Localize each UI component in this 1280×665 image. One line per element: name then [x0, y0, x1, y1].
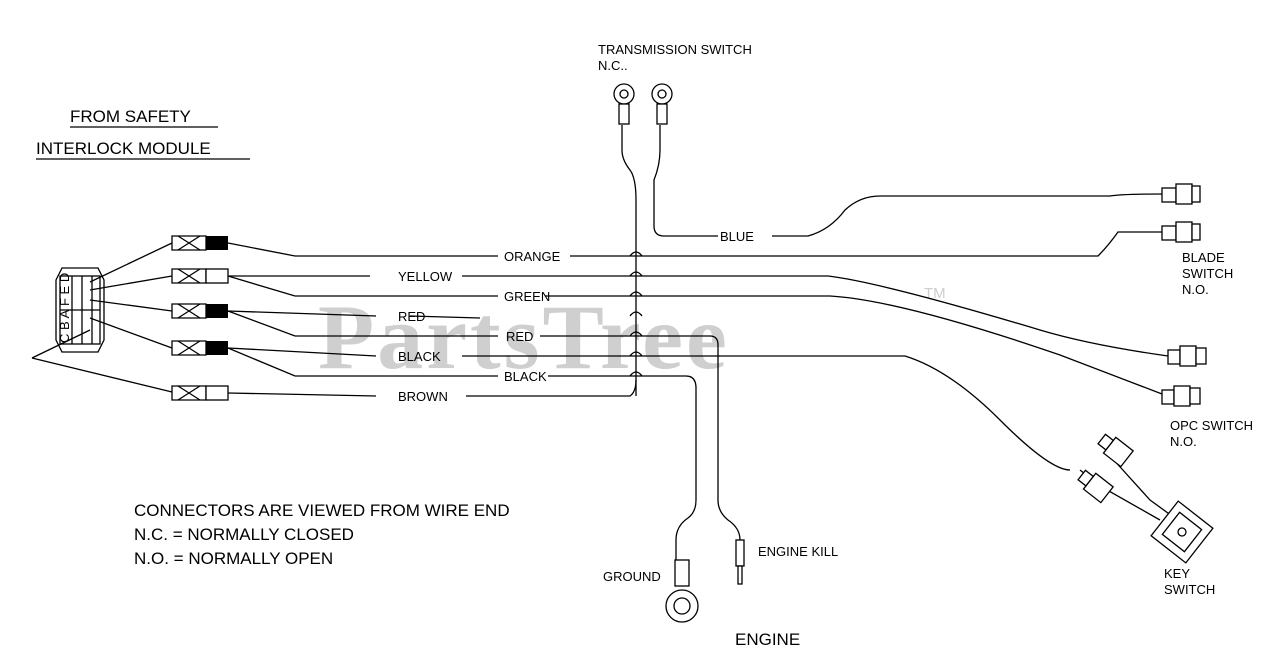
transmission-switch-label: TRANSMISSION SWITCH	[598, 42, 752, 57]
engine-kill-terminal	[735, 539, 745, 585]
key-switch-body	[1150, 500, 1214, 564]
key-switch-inline-connector-1	[1097, 433, 1135, 468]
terminal-3	[171, 303, 228, 319]
crossing-bump-4	[629, 311, 643, 317]
transmission-switch-terminal-left	[613, 83, 635, 125]
module-wire-d	[89, 317, 173, 349]
source-label-line1: FROM SAFETY	[70, 107, 191, 126]
ground-ring-terminal	[665, 559, 699, 623]
wire-label-green: GREEN	[504, 289, 550, 304]
blade-switch-label-2: SWITCH	[1182, 266, 1233, 281]
crossing-bump-6	[629, 351, 643, 357]
module-pins-bottom: C B A	[57, 309, 72, 343]
watermark-text: PartsTree	[318, 286, 730, 388]
red-wire-1	[227, 310, 481, 319]
blade-switch-connector-1	[1161, 183, 1201, 205]
engine-label: ENGINE	[735, 630, 800, 649]
terminal-1	[171, 235, 228, 251]
trans-wire-left	[621, 125, 637, 396]
crossing-bump-2	[629, 271, 643, 277]
crossing-bump-5	[629, 331, 643, 337]
terminal-4	[171, 340, 228, 356]
note-line-1: CONNECTORS ARE VIEWED FROM WIRE END	[134, 501, 510, 520]
source-label-line2: INTERLOCK MODULE	[36, 139, 211, 158]
black-wire-2	[227, 347, 697, 560]
crossing-bump-3	[629, 291, 643, 297]
key-switch-wire-b	[1111, 457, 1173, 517]
blade-switch-connector-2	[1161, 221, 1201, 243]
opc-switch-connector-1	[1167, 345, 1207, 367]
module-wire-b	[89, 275, 173, 291]
module-wire-e	[31, 329, 173, 393]
wire-label-red-2: RED	[506, 329, 533, 344]
wire-label-red-1: RED	[398, 309, 425, 324]
key-switch-label-1: KEY	[1164, 566, 1190, 581]
red-wire-2	[227, 310, 741, 541]
interlock-module-connector: F E D C B A	[55, 267, 105, 353]
wire-label-black-2: BLACK	[504, 369, 547, 384]
terminal-2	[171, 268, 229, 284]
key-switch-label-2: SWITCH	[1164, 582, 1215, 597]
black-wire-1	[227, 347, 1071, 471]
wire-label-blue: BLUE	[720, 229, 754, 244]
note-line-3: N.O. = NORMALLY OPEN	[134, 549, 333, 568]
ground-label: GROUND	[603, 569, 661, 584]
module-wire-a	[89, 242, 173, 283]
wire-label-brown: BROWN	[398, 389, 448, 404]
module-wire-c	[89, 299, 173, 312]
wire-label-orange: ORANGE	[504, 249, 561, 264]
blue-wire	[653, 125, 1163, 237]
opc-switch-connector-2	[1161, 385, 1201, 407]
blade-switch-label-1: BLADE	[1182, 250, 1225, 265]
engine-kill-label: ENGINE KILL	[758, 544, 838, 559]
orange-wire	[227, 231, 1162, 257]
yellow-wire	[228, 275, 1169, 357]
wire-label-black-1: BLACK	[398, 349, 441, 364]
transmission-switch-type: N.C..	[598, 58, 628, 73]
key-switch-inline-connector-2	[1077, 469, 1115, 504]
module-pins-top: F E D	[57, 273, 72, 306]
blade-switch-label-3: N.O.	[1182, 282, 1209, 297]
terminal-5	[171, 385, 229, 401]
opc-switch-label-2: N.O.	[1170, 434, 1197, 449]
opc-switch-label-1: OPC SWITCH	[1170, 418, 1253, 433]
wire-label-yellow: YELLOW	[398, 269, 453, 284]
crossing-bump-7	[629, 371, 643, 377]
crossing-bump-1	[629, 251, 643, 257]
green-wire	[227, 275, 1163, 395]
note-line-2: N.C. = NORMALLY CLOSED	[134, 525, 354, 544]
transmission-switch-terminal-right	[651, 83, 673, 125]
